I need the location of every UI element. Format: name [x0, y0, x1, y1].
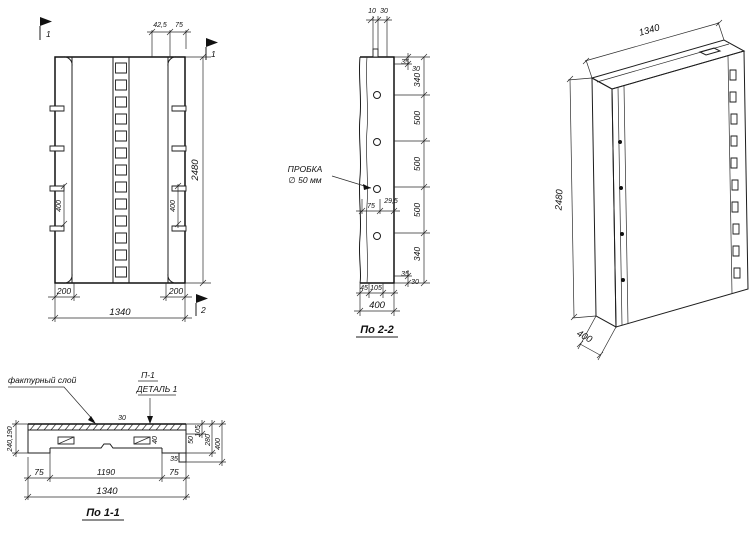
dim-front-height: 2480: [190, 159, 201, 182]
dim-s11-inner-50: 50: [188, 436, 195, 444]
dim-front-web-right: 400: [170, 200, 177, 212]
dim-s22-bottom-1: 45: [360, 285, 368, 292]
dim-s11-right-280: 280: [205, 434, 212, 447]
plug-dot: [621, 278, 625, 282]
dim-front-top-2: 75: [175, 22, 183, 29]
section-1-1-view: фактурный слой П-1 ДЕТАЛЬ 1 240,190 30 4…: [7, 370, 226, 521]
note-facing-layer: фактурный слой: [8, 375, 77, 385]
dim-s22-bottom-2: 105: [370, 285, 382, 292]
note-plug-line2: ∅ 50 мм: [288, 175, 321, 185]
leader-arrow-icon: [147, 416, 153, 424]
leader-arrow-icon: [88, 416, 96, 424]
plug-hole: [373, 185, 381, 193]
dim-s22-chain-5: 340: [412, 247, 422, 261]
dim-front-top-1: 42,5: [153, 22, 167, 29]
dim-front-bottom-left: 200: [56, 286, 71, 296]
dim-s11-inner-30: 30: [118, 415, 126, 422]
dim-s22-top-2: 30: [380, 8, 388, 15]
section-flag-icon: [40, 17, 52, 26]
plug-dot: [620, 232, 624, 236]
front-view-linework: [39, 17, 218, 322]
dim-s22-chain-4: 500: [412, 203, 422, 217]
dim-front-width-total: 1340: [109, 307, 131, 318]
dim-s22-top-1: 10: [368, 8, 376, 15]
section-flag-icon: [196, 294, 208, 303]
plug-hole: [373, 232, 381, 240]
note-plug-line1: ПРОБКА: [288, 164, 323, 174]
ladder-openings-iso: [729, 69, 741, 279]
front-view: 1 1 2 42,5 75 2480 400 400 200 200 1340: [39, 17, 218, 322]
section-2-2-linework: [331, 16, 430, 338]
caption-section-2-2: По 2-2: [360, 324, 394, 336]
caption-section-1-1: По 1-1: [86, 507, 120, 519]
dim-front-web-left: 400: [56, 200, 63, 212]
dim-iso-depth: 400: [575, 328, 595, 346]
dim-s11-bottom-1190: 1190: [97, 467, 116, 477]
detail-ref: П-1: [141, 370, 155, 380]
dim-s22-rb-2: 30: [411, 279, 419, 286]
isometric-view: 1340 2480 400: [553, 19, 749, 361]
dim-s22-rb-1: 35: [401, 271, 409, 278]
dim-s11-right-105: 105: [195, 425, 202, 437]
section-flag-icon: [206, 38, 218, 47]
section-marker-1b: 1: [211, 49, 216, 59]
section-marker-1: 1: [46, 29, 51, 39]
section-2-2-view: ПРОБКА ∅ 50 мм 10 30 35 30 340 500 500 5…: [288, 8, 430, 338]
section-1-1-linework: [8, 380, 226, 521]
plug-dot: [619, 186, 623, 190]
dim-s11-inner-35: 35: [170, 456, 178, 463]
ladder-openings: [115, 62, 127, 278]
detail-note: ДЕТАЛЬ 1: [136, 384, 178, 394]
dim-iso-width: 1340: [638, 22, 662, 39]
isometric-linework: [566, 19, 749, 361]
plug-dot: [618, 140, 622, 144]
dim-s22-chain-3: 500: [412, 157, 422, 171]
dim-s22-depth-total: 400: [369, 300, 386, 311]
plug-hole: [373, 91, 381, 99]
dim-s11-width-total: 1340: [96, 486, 118, 497]
dim-s11-inner-40: 40: [152, 436, 159, 444]
dim-s22-rt-1: 35: [401, 59, 409, 66]
top-rib: [372, 48, 379, 58]
dim-s22-rt-2: 30: [412, 66, 420, 73]
dim-front-bottom-right: 200: [168, 286, 183, 296]
dim-s11-bottom-75b: 75: [169, 467, 179, 477]
dim-iso-height: 2480: [553, 188, 565, 211]
dim-s11-bottom-75a: 75: [34, 467, 44, 477]
leader-arrow-icon: [363, 184, 371, 190]
dim-s22-mid-1: 75: [367, 203, 375, 210]
dim-s22-chain-2: 500: [412, 111, 422, 125]
dim-s11-left: 240,190: [7, 426, 14, 452]
dim-s11-right-400: 400: [215, 438, 222, 450]
dim-s22-mid-2: 29,5: [383, 198, 398, 205]
dim-s22-chain-1: 340: [412, 73, 422, 87]
plug-hole: [373, 138, 381, 146]
section-marker-2: 2: [200, 305, 206, 315]
